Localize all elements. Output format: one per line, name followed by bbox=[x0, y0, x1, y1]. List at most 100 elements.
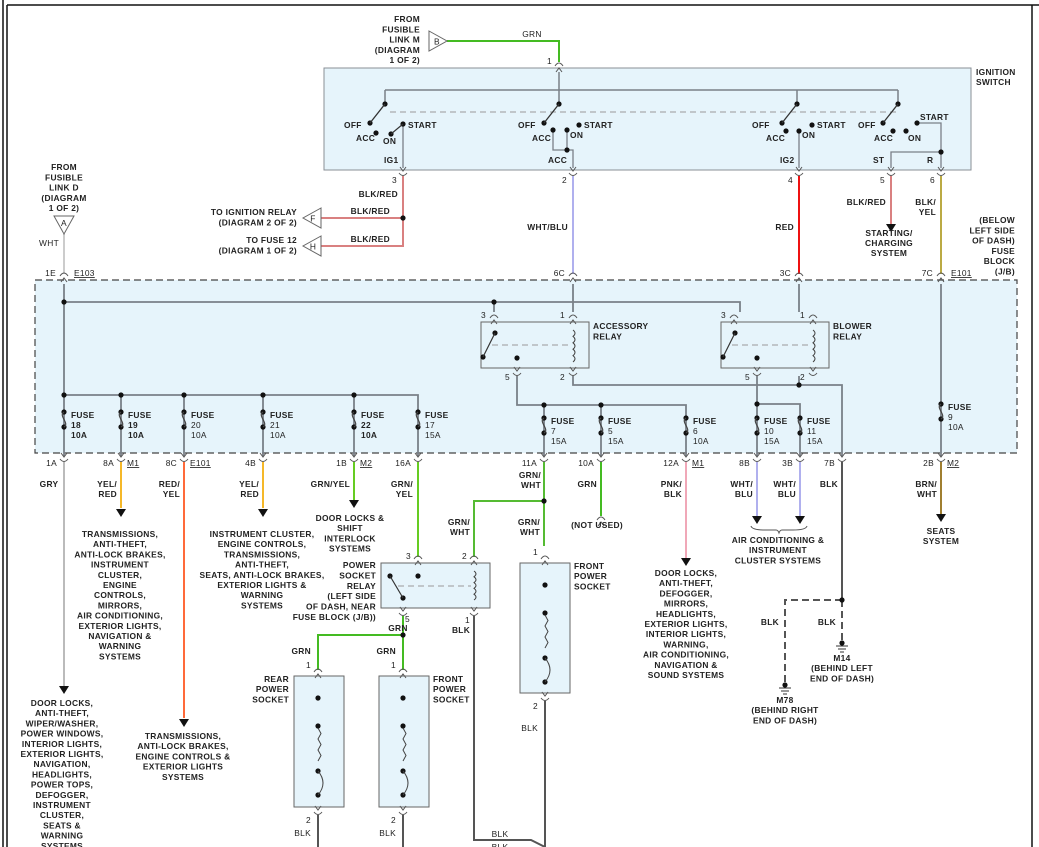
connector-label: M1 bbox=[127, 458, 139, 468]
fuse-number: 7 bbox=[551, 426, 556, 436]
socket-name: POWER bbox=[256, 684, 289, 694]
relay-coil-feed[interactable] bbox=[572, 284, 800, 312]
ground-m78-location: END OF DASH) bbox=[753, 716, 817, 726]
arrow-up-icon bbox=[809, 319, 817, 325]
switch-contact bbox=[390, 123, 404, 135]
junction-dot bbox=[914, 120, 920, 126]
arrow-down-icon bbox=[569, 366, 577, 372]
junction-dot bbox=[754, 355, 760, 361]
fuse18-destinations: NAVIGATION, bbox=[34, 759, 91, 769]
fuse22-destinations: DOOR LOCKS & bbox=[316, 513, 385, 523]
arrow-up-icon bbox=[597, 521, 605, 527]
fuse19-destinations: WARNING bbox=[99, 641, 142, 651]
switch-blade-icon[interactable] bbox=[781, 103, 798, 124]
relay-coil-icon bbox=[812, 329, 816, 363]
wire-blk-ground-dashed[interactable] bbox=[784, 599, 843, 684]
arrow-down-icon bbox=[117, 452, 125, 458]
ignition-switch-box[interactable] bbox=[323, 67, 972, 171]
fuse-label: FUSE bbox=[71, 410, 95, 420]
wire-label: YEL bbox=[396, 489, 413, 499]
connector-pin-icon bbox=[179, 458, 189, 462]
switch-blade-icon[interactable] bbox=[369, 103, 386, 124]
fuse18-destinations: HEADLIGHTS, bbox=[32, 769, 92, 779]
arrow-down-icon bbox=[414, 452, 422, 458]
connector-tag-a[interactable] bbox=[53, 215, 75, 236]
junction-dot bbox=[61, 392, 67, 398]
relay-coil-icon bbox=[473, 570, 477, 601]
fuse18-destinations: WIPER/WASHER, bbox=[26, 718, 99, 728]
switch-blade-icon[interactable] bbox=[882, 103, 899, 124]
connector-pin-icon bbox=[808, 372, 818, 376]
connector-label: M1 bbox=[692, 458, 704, 468]
terminal-ig1: IG1 bbox=[384, 155, 398, 165]
wire-label: RED/ bbox=[159, 479, 181, 489]
junction-dot bbox=[564, 127, 570, 133]
fuse19-destinations: EXTERIOR LIGHTS, bbox=[79, 621, 162, 631]
arrow-down-icon bbox=[314, 805, 322, 811]
fuse-label: FUSE bbox=[191, 410, 215, 420]
junction-dot bbox=[754, 401, 760, 407]
ignition-switch-title: IGNITION bbox=[976, 67, 1016, 77]
switch-blade-icon[interactable] bbox=[543, 103, 560, 124]
fuse22-destinations: INTERLOCK bbox=[324, 533, 376, 543]
fuse-label: FUSE bbox=[608, 416, 632, 426]
connector-pin-icon bbox=[539, 458, 549, 462]
pin-label: 1 bbox=[306, 660, 311, 670]
terminal-ig2: IG2 bbox=[780, 155, 794, 165]
fuse-rating: 15A bbox=[764, 436, 780, 446]
wire-label: GRN/ bbox=[391, 479, 414, 489]
wire-label: BLK/ bbox=[915, 197, 936, 207]
connector-label: E101 bbox=[190, 458, 211, 468]
power-socket-relay-box[interactable] bbox=[380, 562, 491, 609]
pos-start: START bbox=[920, 112, 949, 122]
wire-grn-relay-5[interactable] bbox=[317, 616, 404, 670]
fuse18-destinations: DEFOGGER, bbox=[36, 790, 89, 800]
connector-tag-f[interactable] bbox=[301, 207, 322, 229]
connector-label: E101 bbox=[951, 268, 972, 278]
arrow-down-icon bbox=[681, 558, 691, 566]
fuse-number: 22 bbox=[361, 420, 371, 430]
power-socket-relay-name: POWER bbox=[343, 560, 376, 570]
fuse-block-title: LEFT SIDE bbox=[969, 225, 1015, 235]
wire-label: BLK/RED bbox=[359, 189, 398, 199]
fuse21-destinations: INSTRUMENT CLUSTER, bbox=[210, 529, 315, 539]
junction-dot bbox=[400, 215, 406, 221]
pin-label: 1A bbox=[46, 458, 57, 468]
ground-m78-location: (BEHIND RIGHT bbox=[751, 705, 819, 715]
acc-lead[interactable] bbox=[552, 130, 574, 168]
arrow-down-icon bbox=[399, 606, 407, 612]
ignition-switch-title: SWITCH bbox=[976, 77, 1011, 87]
connector-pin-icon bbox=[568, 172, 578, 176]
wire-label: GRN/ bbox=[518, 517, 541, 527]
wire-label: BLK bbox=[521, 723, 538, 733]
fuse6-destinations: EXTERIOR LIGHTS, bbox=[645, 619, 728, 629]
pin-label: 2 bbox=[306, 815, 311, 825]
wire-blk-relay-1[interactable] bbox=[473, 616, 546, 847]
fuse-rating: 15A bbox=[551, 436, 567, 446]
arrow-down-icon bbox=[513, 366, 521, 372]
pin-label: 2B bbox=[923, 458, 934, 468]
junction-dot bbox=[542, 610, 548, 616]
wire-blk-red-ig1[interactable] bbox=[321, 176, 404, 247]
wire-grn-fusible-m[interactable] bbox=[447, 40, 560, 62]
fuse19-destinations: AIR CONDITIONING, bbox=[77, 611, 163, 621]
fuse-7-icon bbox=[541, 417, 547, 434]
wire-label: BLK bbox=[761, 617, 779, 627]
wire-label: WHT/BLU bbox=[527, 222, 568, 232]
arrow-down-icon bbox=[60, 452, 68, 458]
connector-tag-h[interactable] bbox=[301, 235, 322, 257]
fuse-number: 17 bbox=[425, 420, 435, 430]
connector-pin-icon bbox=[540, 555, 550, 560]
pin-label: 1 bbox=[547, 56, 552, 66]
junction-dot bbox=[315, 695, 321, 701]
pin-label: 2 bbox=[462, 551, 467, 561]
connector-label: M2 bbox=[947, 458, 959, 468]
wire-label: WHT/ bbox=[730, 479, 753, 489]
connector-tag-b-letter: B bbox=[434, 37, 440, 47]
wire-label: RED bbox=[98, 489, 117, 499]
connector-tag-b[interactable] bbox=[428, 30, 449, 52]
wire-grn-wht-relay[interactable] bbox=[473, 500, 544, 557]
ignition-common-bus[interactable] bbox=[384, 72, 899, 104]
fusible-link-m-label: FUSIBLE bbox=[382, 24, 420, 34]
fuse-label: FUSE bbox=[361, 410, 385, 420]
